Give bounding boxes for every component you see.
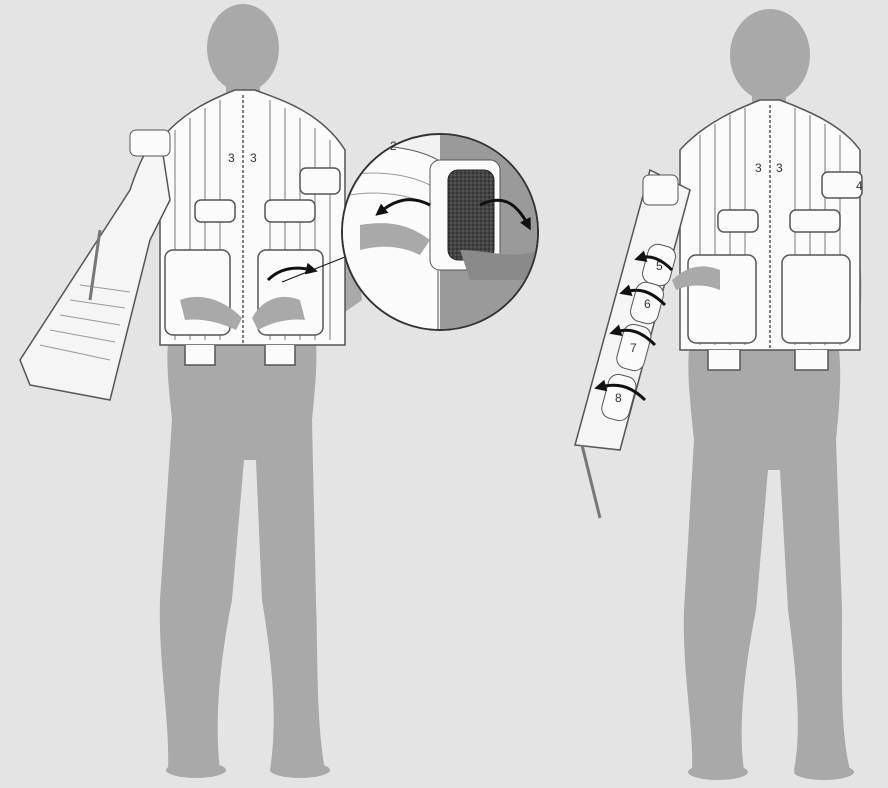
open-sleeve-left (20, 130, 170, 400)
figure-right: 3 3 4 5 6 7 8 (575, 9, 863, 780)
vest-left (160, 90, 345, 365)
chest-label-right-2: 3 (776, 161, 783, 175)
magnifier-label: 2 (390, 139, 397, 153)
magnifier-detail: 2 (340, 130, 550, 335)
shoulder-label-right: 4 (856, 179, 863, 193)
sleeve-label-6: 6 (644, 297, 651, 311)
chest-label-left-1: 3 (228, 151, 235, 165)
figure-left: 3 3 (20, 4, 362, 778)
vest-right (680, 100, 862, 370)
sleeve-label-7: 7 (630, 341, 637, 355)
sleeve-label-8: 8 (615, 391, 622, 405)
chest-label-right-1: 3 (755, 161, 762, 175)
chest-label-left-2: 3 (250, 151, 257, 165)
